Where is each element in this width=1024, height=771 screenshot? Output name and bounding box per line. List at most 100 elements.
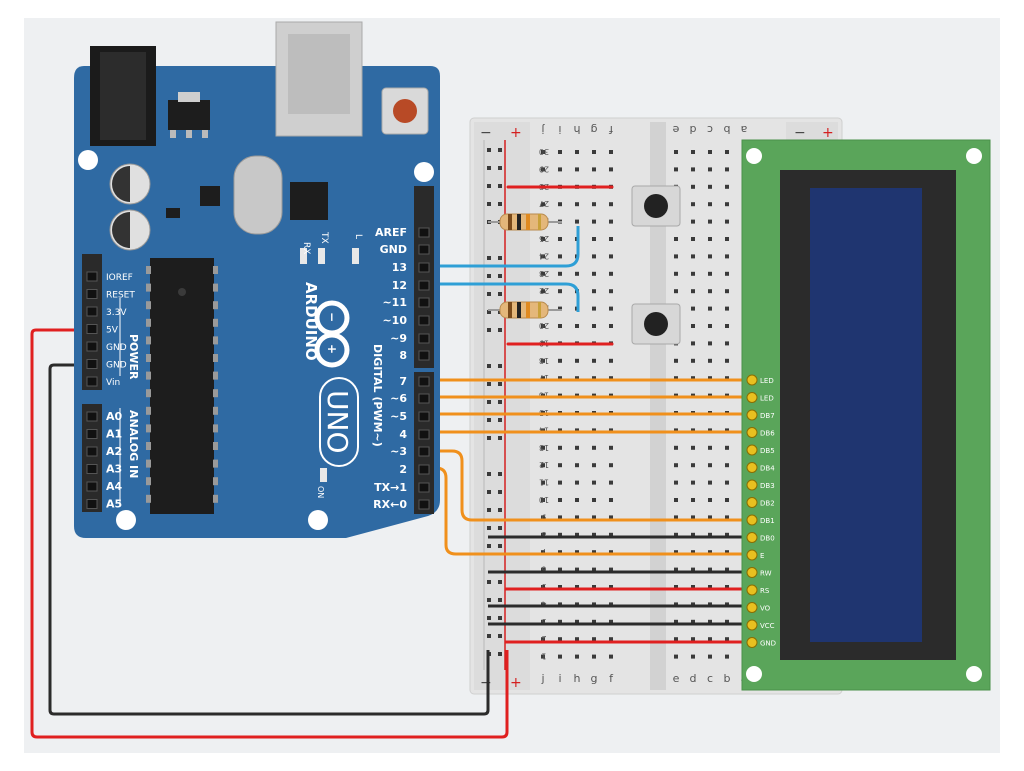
rail-hole — [487, 166, 491, 170]
digital-pin-socket[interactable] — [418, 411, 430, 422]
column-label-top: a — [741, 123, 748, 136]
lcd-pin[interactable] — [746, 549, 758, 561]
digital-pin-socket[interactable] — [418, 350, 430, 361]
digital-pin-socket[interactable] — [418, 297, 430, 308]
breadboard-hole — [674, 428, 678, 433]
lcd-pin[interactable] — [746, 584, 758, 596]
power-pin-socket[interactable] — [86, 271, 98, 282]
lcd-pin[interactable] — [746, 619, 758, 631]
digital-pin-socket[interactable] — [418, 446, 430, 457]
wire-pin12 — [426, 282, 580, 312]
breadboard-hole — [592, 515, 596, 520]
digital-pin-socket[interactable] — [418, 280, 430, 291]
digital-pin-socket[interactable] — [418, 464, 430, 475]
power-pin-socket[interactable] — [86, 376, 98, 387]
digital-pin-socket[interactable] — [418, 244, 430, 255]
lcd-pin[interactable] — [746, 602, 758, 613]
breadboard-hole — [592, 532, 596, 537]
breadboard-hole — [609, 428, 613, 433]
breadboard-hole — [674, 654, 678, 659]
analog-pin-socket[interactable] — [86, 464, 98, 474]
breadboard-hole — [592, 219, 596, 224]
breadboard-hole — [609, 237, 613, 241]
analog-pin-socket[interactable] — [86, 499, 98, 509]
lcd-pin[interactable] — [746, 479, 758, 491]
digital-pin-label: ~10 — [382, 314, 407, 327]
analog-pin-socket[interactable] — [86, 446, 98, 457]
power-pin-socket[interactable] — [86, 341, 98, 352]
breadboard-hole — [609, 550, 613, 555]
breadboard-hole — [609, 637, 613, 642]
breadboard-hole — [691, 637, 695, 642]
lcd-pin[interactable] — [746, 462, 758, 473]
analog-pin-socket[interactable] — [86, 481, 98, 492]
digital-pin-label: 7 — [399, 375, 407, 388]
breadboard-hole — [558, 254, 562, 259]
digital-pin-socket[interactable] — [418, 262, 430, 273]
chip-leg — [213, 371, 218, 380]
analog-pin-socket[interactable] — [86, 411, 98, 422]
lcd-pin[interactable] — [746, 392, 758, 403]
lcd-pin-label: LED — [760, 395, 774, 403]
chip-leg — [213, 459, 218, 468]
breadboard-hole — [592, 637, 596, 642]
lcd-pin[interactable] — [746, 532, 758, 543]
lcd-pin-label: E — [760, 552, 764, 560]
digital-pin-socket[interactable] — [418, 393, 430, 404]
power-pin-socket[interactable] — [86, 306, 98, 317]
digital-pin-socket[interactable] — [418, 499, 430, 510]
breadboard-hole — [691, 515, 695, 520]
lcd-pin[interactable] — [746, 427, 758, 438]
row-number: 24 — [539, 251, 549, 260]
lcd-pin[interactable] — [746, 637, 758, 648]
digital-pin-socket[interactable] — [418, 315, 430, 326]
lcd-pin[interactable] — [746, 409, 758, 421]
lcd-pin[interactable] — [746, 514, 758, 526]
power-pin-socket[interactable] — [86, 359, 98, 369]
rail-hole — [498, 490, 502, 494]
breadboard-hole — [674, 289, 678, 294]
digital-pin-socket[interactable] — [418, 429, 430, 440]
lcd-pin[interactable] — [746, 497, 758, 508]
power-section-label: POWER — [127, 334, 140, 380]
rail-hole — [498, 598, 502, 602]
digital-pin-socket[interactable] — [418, 227, 430, 238]
power-pin-socket[interactable] — [86, 324, 98, 334]
breadboard-hole — [575, 202, 579, 207]
l-label: L — [353, 234, 363, 239]
digital-pin-socket[interactable] — [418, 376, 430, 387]
breadboard-hole — [708, 324, 712, 328]
digital-pin-socket[interactable] — [418, 482, 430, 493]
breadboard-hole — [725, 585, 729, 589]
lcd-pin-header: LEDLEDDB7DB6DB5DB4DB3DB2DB1DB0ERWRSVOVCC… — [746, 374, 776, 648]
lcd-pin[interactable] — [746, 444, 758, 456]
digital-pin-socket[interactable] — [418, 333, 430, 344]
lcd-pin[interactable] — [746, 374, 758, 386]
on-led — [320, 468, 327, 482]
digital-pin-label: ~6 — [390, 392, 407, 405]
breadboard-hole — [558, 324, 562, 328]
rail-hole — [487, 634, 491, 638]
lcd-pin[interactable] — [746, 567, 758, 578]
column-label-bottom: f — [609, 672, 614, 685]
rail-hole — [498, 616, 502, 620]
breadboard-hole — [708, 445, 712, 450]
breadboard-hole — [592, 654, 596, 659]
analog-pin-socket[interactable] — [86, 429, 98, 439]
power-pin-socket[interactable] — [86, 289, 98, 299]
power-pin-label: Vin — [106, 378, 120, 388]
pushbutton-1[interactable] — [631, 185, 681, 227]
chip-leg — [213, 442, 218, 450]
pushbutton-2[interactable] — [631, 303, 681, 345]
breadboard-hole — [708, 376, 712, 381]
chip-leg — [146, 354, 151, 362]
column-label-bottom: h — [574, 672, 581, 685]
row-number: 6 — [541, 565, 546, 574]
column-label-top: d — [690, 123, 697, 136]
rail-minus-label-top-left: − — [480, 125, 492, 141]
rail-hole — [487, 202, 491, 206]
breadboard-hole — [691, 358, 695, 363]
breadboard-hole — [609, 358, 613, 363]
lcd-pin-label: DB5 — [760, 447, 775, 455]
breadboard-hole — [708, 567, 712, 572]
